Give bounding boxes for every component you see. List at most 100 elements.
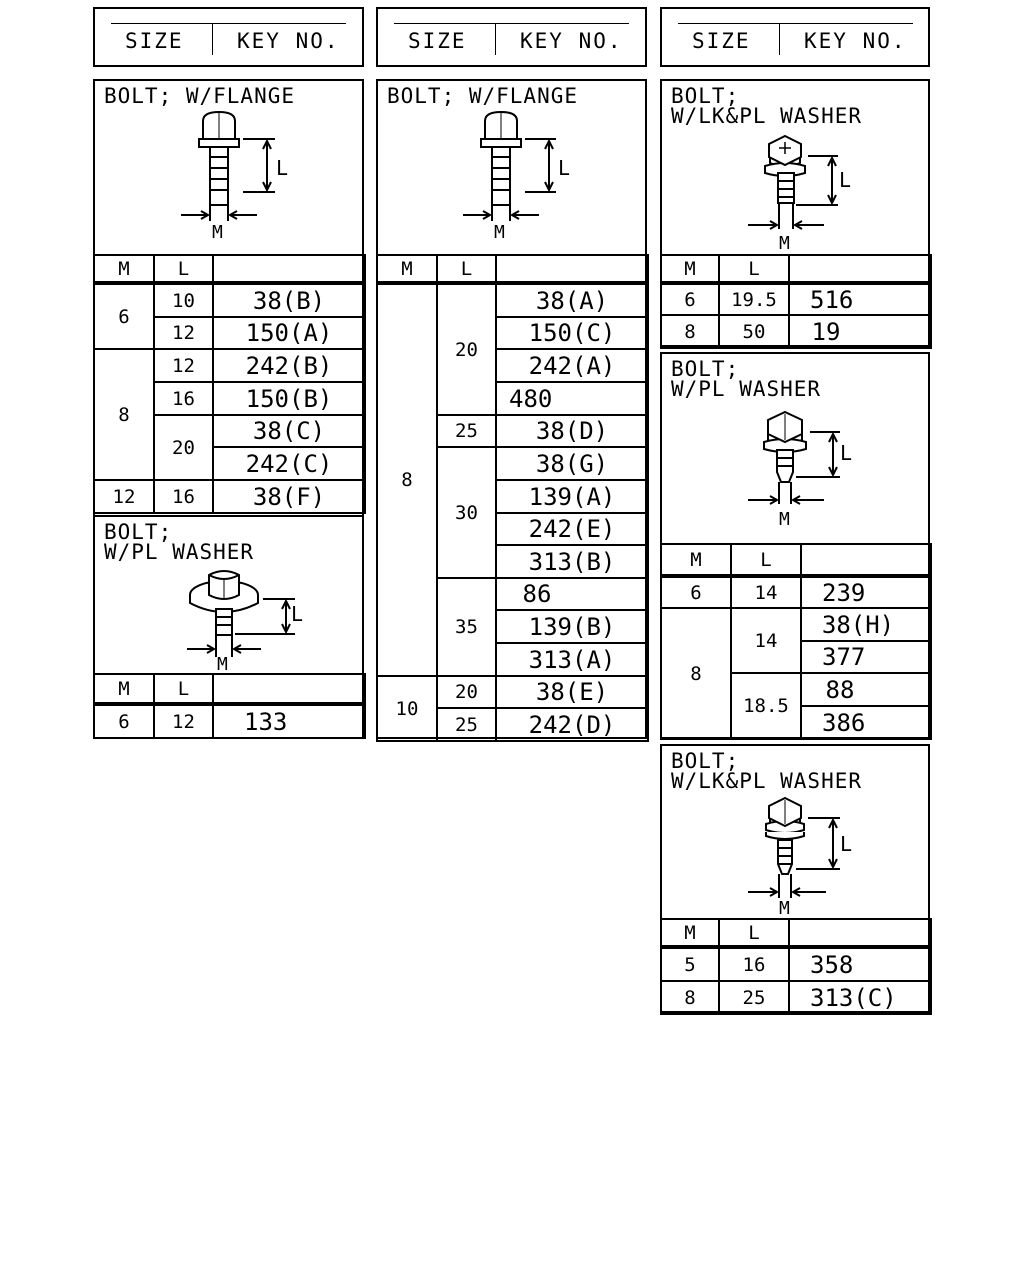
cell-key: 150(B) [212, 381, 366, 416]
cell-l: 16 [153, 381, 214, 416]
cell-key: 242(B) [212, 348, 366, 383]
cell-key: 313(B) [495, 544, 649, 579]
header-box-col1: SIZE KEY NO. [93, 7, 364, 67]
panel-title: BOLT; W/FLANGE [387, 84, 579, 108]
cell-l: 25 [436, 414, 497, 448]
dim-l-label: L [839, 168, 851, 192]
cell-l: 12 [153, 316, 214, 350]
cell-m: 12 [93, 479, 155, 514]
size-table: M L 6 14 239 8 14 38(H) 377 18.5 88 386 [660, 543, 932, 740]
cell-m: 5 [660, 945, 720, 982]
col-header-l: L [153, 254, 214, 284]
col-header-m: M [376, 254, 438, 284]
cell-m: 8 [660, 314, 720, 349]
cell-l: 50 [718, 314, 790, 349]
cell-key: 150(A) [212, 316, 366, 350]
col-header-m: M [660, 918, 720, 948]
cell-m: 8 [660, 980, 720, 1015]
col-header-l: L [730, 543, 802, 577]
cell-l: 20 [153, 414, 214, 481]
cell-key: 139(A) [495, 479, 649, 514]
cell-l: 16 [718, 945, 790, 982]
panel-bolt-pl-washer-b: BOLT; W/PL WASHER L M M L 6 14 2 [660, 352, 932, 740]
panel-title: BOLT; W/LK&PL WASHER [671, 749, 863, 793]
cell-l: 12 [153, 348, 214, 383]
panel-title: BOLT; W/PL WASHER [671, 357, 822, 401]
panel-bolt-flange-b: BOLT; W/FLANGE L M M L 8 20 38(A [376, 79, 649, 742]
panel-bolt-lk-pl-washer-a: BOLT; W/LK&PL WASHER L M M L 6 19.5 [660, 79, 932, 349]
dim-m-label: M [779, 509, 790, 530]
cell-l: 14 [730, 607, 802, 674]
panel-bolt-pl-washer-a: BOLT; W/PL WASHER L M M L 6 12 [93, 515, 366, 739]
dim-m-label: M [217, 654, 228, 675]
cell-l: 25 [718, 980, 790, 1015]
cell-key: 242(A) [495, 348, 649, 383]
size-table: M L 8 20 38(A) 150(C) 242(A) 480 25 38(D… [376, 254, 649, 742]
dim-m-label: M [779, 233, 790, 254]
lk-pl-washer-bolt-icon: L M [748, 134, 851, 254]
cell-key: 38(A) [495, 281, 649, 318]
size-table: M L 6 10 38(B) 12 150(A) 8 12 242(B) 16 … [93, 254, 366, 514]
dim-l-label: L [840, 441, 852, 465]
cell-m: 6 [660, 574, 732, 609]
cell-key: 480 [495, 381, 649, 416]
panel-title: BOLT; W/FLANGE [104, 84, 296, 108]
cell-m: 8 [660, 607, 732, 740]
flange-bolt-icon: L M [181, 110, 288, 243]
cell-m: 8 [376, 281, 438, 677]
cell-key: 516 [788, 281, 932, 316]
cell-key: 313(C) [788, 980, 932, 1015]
cell-l: 12 [153, 702, 214, 739]
dim-m-label: M [779, 898, 790, 919]
cell-l: 16 [153, 479, 214, 514]
dim-l-label: L [558, 156, 570, 180]
panel-title: BOLT; W/PL WASHER [104, 520, 255, 564]
dim-l-label: L [276, 156, 288, 180]
cell-key: 358 [788, 945, 932, 982]
pl-washer-bolt-icon: L M [187, 570, 303, 675]
cell-key: 38(G) [495, 446, 649, 481]
col-header-m: M [660, 254, 720, 284]
cell-key: 242(C) [212, 446, 366, 481]
cell-key: 86 [495, 577, 649, 611]
size-table: M L 6 19.5 516 8 50 19 [660, 254, 932, 349]
cell-l: 18.5 [730, 672, 802, 740]
cell-key: 38(B) [212, 281, 366, 318]
dim-m-label: M [212, 222, 223, 243]
dim-m-label: M [494, 222, 505, 243]
cell-key: 242(E) [495, 512, 649, 546]
panel-bolt-flange-a: BOLT; W/FLANGE L M M L 6 10 38(B [93, 79, 366, 739]
flange-bolt-icon: L M [463, 110, 570, 243]
cell-key: 38(H) [800, 607, 932, 642]
lk-pl-washer-bolt-icon: L M [748, 796, 852, 919]
cell-key: 150(C) [495, 316, 649, 350]
col-header-l: L [436, 254, 497, 284]
cell-key: 139(B) [495, 609, 649, 644]
cell-l: 10 [153, 281, 214, 318]
cell-m: 6 [660, 281, 720, 316]
panel-title: BOLT; W/LK&PL WASHER [671, 84, 863, 128]
cell-key: 38(E) [495, 675, 649, 709]
key-no-label: KEY NO. [237, 29, 340, 53]
col-header-m: M [93, 254, 155, 284]
col-header-l: L [718, 918, 790, 948]
header-box-col2: SIZE KEY NO. [376, 7, 647, 67]
size-table: M L 6 12 133 [93, 673, 366, 739]
size-label: SIZE [408, 29, 467, 53]
cell-l: 19.5 [718, 281, 790, 316]
cell-m: 6 [93, 702, 155, 739]
col-header-l: L [153, 673, 214, 705]
dim-l-label: L [840, 832, 852, 856]
cell-key: 313(A) [495, 642, 649, 677]
size-table: M L 5 16 358 8 25 313(C) [660, 918, 932, 1015]
cell-key: 239 [800, 574, 932, 609]
cell-key: 38(C) [212, 414, 366, 448]
pl-washer-bolt-icon: L M [748, 410, 852, 530]
size-label: SIZE [692, 29, 751, 53]
cell-m: 10 [376, 675, 438, 742]
cell-key: 19 [788, 314, 932, 349]
cell-l: 20 [436, 281, 497, 416]
cell-l: 14 [730, 574, 802, 609]
dim-l-label: L [291, 602, 303, 626]
cell-key: 377 [800, 640, 932, 674]
